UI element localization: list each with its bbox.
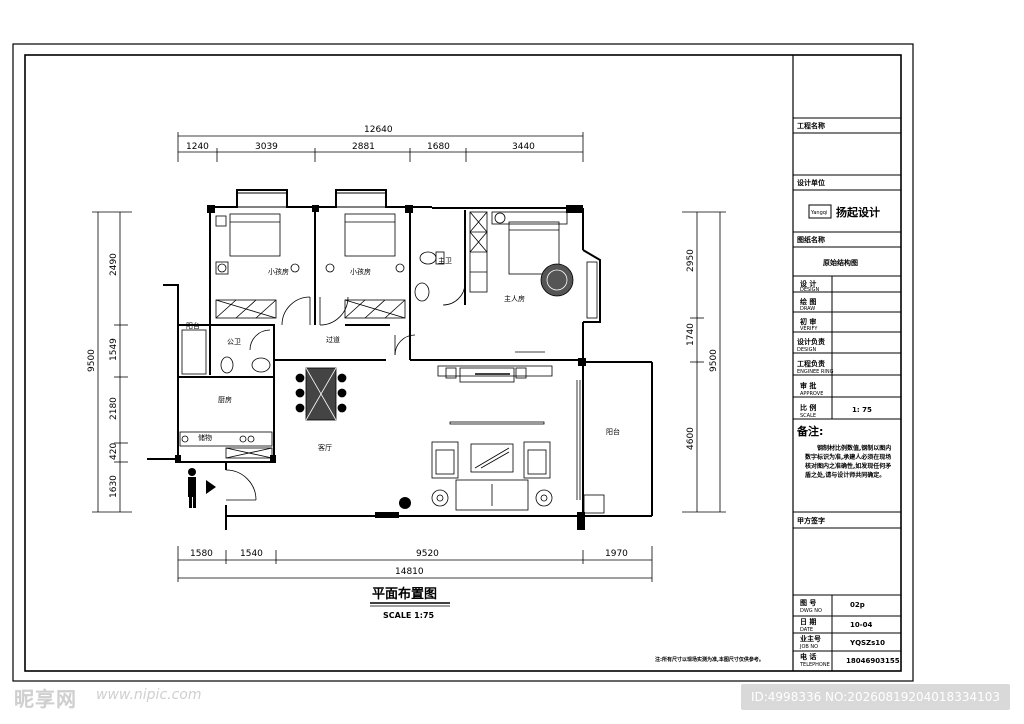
label-public-bath: 公卫 [227,338,241,346]
telephone-val: 18046903155 [846,657,900,665]
dimension-top [177,132,584,162]
company-logo: Yangqi [810,210,827,216]
dim-bottom-total: 14810 [395,567,424,577]
label-kitchen: 厨房 [218,395,232,404]
drawing-name: 原始结构图 [823,258,858,267]
job-no-val: YQSZs10 [849,639,885,647]
dwg-no-val: 02p [850,601,865,609]
remarks-text: 钢制材比例数值,钢制以图内数字标识为准,承建人必须在现场核对图内之准确性,如发现… [805,445,892,479]
row-scale-en: SCALE [800,413,816,419]
title-block-bottom-rows: 图 号 DWG NO 02p 日 期 DATE 10-04 业主号 JOB NO… [799,598,900,668]
plant-icon [399,497,411,509]
watermark-url: www.nipic.com [96,687,202,703]
dim-top-seg-4: 1680 [427,142,450,152]
dim-bottom-seg-4: 1970 [605,549,628,559]
master-bedroom-furniture [491,211,598,319]
dining-set [295,367,347,421]
dim-left-seg-3: 2180 [109,397,119,420]
dim-bottom-seg-2: 1540 [240,549,263,559]
label-bedroom-2: 小孩房 [350,267,371,276]
label-corridor: 过道 [326,335,340,344]
client-sign-label: 甲方签字 [797,516,825,525]
outer-border [12,43,914,682]
watermark-id: ID:4998336 NO:20260819204018334103 [740,684,1010,710]
drawing-name-label: 图纸名称 [797,235,825,244]
telephone-cn: 电 话 [800,652,816,661]
bedroom-2-furniture [325,213,406,319]
dwg-no-cn: 图 号 [800,598,816,607]
balcony-window-strip [576,380,605,514]
wall-pillars [175,205,586,530]
row-engineer-cn: 工程负责 [797,359,825,368]
living-sofa-set [431,421,553,511]
row-engineer-en: ENGINEE RING [797,369,834,375]
row-scale-cn: 比 例 [800,403,816,412]
tv-cabinet [437,351,553,383]
remarks-label: 备注: [796,424,823,438]
dim-right-seg-2: 1740 [686,323,696,346]
entry-arrow-icon [206,480,216,494]
dim-left-total: 9500 [87,349,97,372]
dim-left-seg-4: 420 [109,443,119,460]
dim-bottom-seg-3: 9520 [416,549,439,559]
date-en: DATE [800,627,813,633]
row-verify-en: VERIFY [800,326,818,332]
label-small-balcony: 阳台 [186,321,200,330]
master-bath-fixtures [414,211,488,302]
dim-left-seg-1: 2490 [109,253,119,276]
row-approve-cn: 审 批 [800,381,816,390]
row-verify-cn: 初 审 [800,317,816,326]
drawing-note: 注:所有尺寸以现场实测为准,本图尺寸仅供参考。 [655,656,764,663]
row-draw-cn: 绘 图 [800,297,816,306]
remarks-box: 钢制材比例数值,钢制以图内数字标识为准,承建人必须在现场核对图内之准确性,如发现… [805,445,892,479]
label-big-balcony: 阳台 [606,427,620,436]
job-no-cn: 业主号 [800,634,821,643]
label-living: 客厅 [318,443,332,452]
label-store: 储物 [198,433,212,442]
row-design-cn: 设 计 [800,279,816,288]
date-cn: 日 期 [800,617,816,626]
dim-top-seg-5: 3440 [512,142,535,152]
person-figure-icon [188,468,196,508]
row-scale-val: 1: 75 [852,406,872,414]
dimension-right [682,211,726,513]
design-unit-label: 设计单位 [797,178,825,187]
row-approve-en: APPROVE [800,391,823,397]
row-draw-en: DRAW [800,306,815,312]
inner-border [24,54,902,672]
dim-top-total: 12640 [364,125,393,135]
dim-right-total: 9500 [709,349,719,372]
row-design-lead-cn: 设计负责 [797,337,825,346]
watermark-site-name: 昵享网 [14,687,77,711]
title-block [792,55,901,671]
row-design-lead-en: DESIGN [797,347,817,353]
dim-top-seg-3: 2881 [352,142,375,152]
title-block-rows: 设 计 DESIGN 绘 图 DRAW 初 审 VERIFY 设计负责 DESI… [797,279,872,419]
label-master-bedroom: 主人房 [504,294,525,303]
dim-right-seg-1: 2950 [686,249,696,272]
bedroom-1-furniture [215,213,300,319]
project-name-label: 工程名称 [797,121,825,130]
dwg-no-en: DWG NO [800,608,822,614]
dim-bottom-seg-1: 1580 [190,549,213,559]
dim-top-seg-2: 3039 [255,142,278,152]
drawing-title: 平面布置图 [372,586,437,602]
telephone-en: TELEPHONE [799,662,830,668]
date-val: 10-04 [850,621,873,629]
job-no-en: JOB NO [799,644,818,650]
company-name: 扬起设计 [836,205,880,219]
dim-top-seg-1: 1240 [186,142,209,152]
label-bedroom-1: 小孩房 [268,267,289,276]
doors [225,282,466,501]
dimension-left [92,211,132,513]
drawing-scale: SCALE 1:75 [383,611,435,620]
label-master-bath: 主卫 [438,256,452,265]
dimension-bottom [177,546,653,582]
dim-left-seg-5: 1630 [109,475,119,498]
row-design-en: DESIGN [800,287,820,293]
service-area-fixtures [179,329,273,459]
dim-left-seg-2: 1549 [109,338,119,361]
dim-right-seg-3: 4600 [686,427,696,450]
